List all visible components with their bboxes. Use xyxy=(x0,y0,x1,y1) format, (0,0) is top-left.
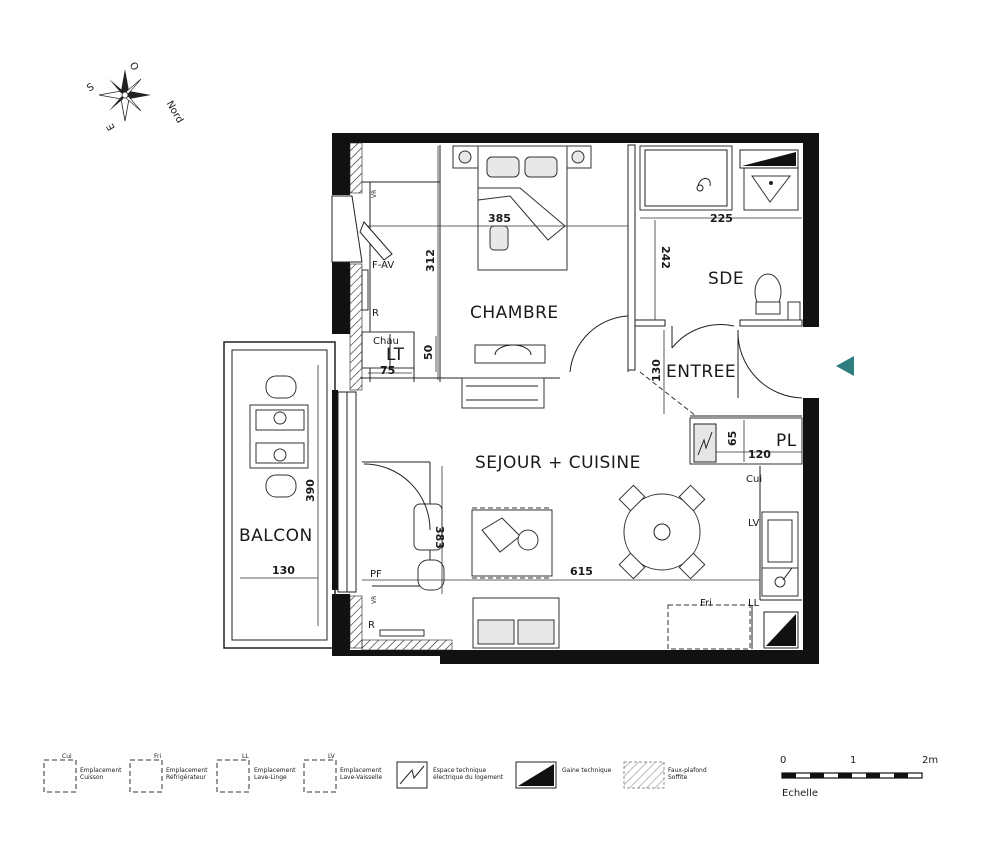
dim-sejour-depth: 383 xyxy=(433,526,446,549)
compass-s: S xyxy=(85,82,96,95)
label-chau: Chau xyxy=(373,336,399,347)
legend-item-espace-technique: Espace technique électrique du logement xyxy=(396,761,504,789)
doors xyxy=(363,315,803,591)
compass-nord: Nord xyxy=(164,99,185,125)
label-lv: LV xyxy=(748,518,759,529)
exterior-walls xyxy=(331,133,819,664)
legend-item-faux-plafond: Faux-plafond Soffite xyxy=(623,761,707,789)
label-r-bottom: R xyxy=(368,620,375,631)
scale-bar: 0 1 2m Echelle xyxy=(780,755,938,799)
balcony xyxy=(223,341,336,649)
scale-zero: 0 xyxy=(780,755,786,766)
svg-text:Fri: Fri xyxy=(154,753,161,760)
dim-balcon-width: 130 xyxy=(272,564,295,577)
svg-text:Réfrigérateur: Réfrigérateur xyxy=(166,774,206,781)
label-lt: LT xyxy=(386,345,405,365)
interior-partitions xyxy=(360,144,803,650)
dim-entree-depth: 130 xyxy=(650,359,663,382)
svg-text:Espace technique: Espace technique xyxy=(433,767,487,774)
svg-text:LL: LL xyxy=(242,753,249,760)
svg-text:Gaine technique: Gaine technique xyxy=(562,767,612,774)
living-furniture xyxy=(471,484,706,649)
room-sejour: SEJOUR + CUISINE xyxy=(475,453,641,473)
legend-item-ll: LL Emplacement Lave-Linge xyxy=(216,753,296,793)
dim-balcon-depth: 390 xyxy=(304,479,317,502)
svg-text:LV: LV xyxy=(328,753,336,760)
svg-text:Faux-plafond: Faux-plafond xyxy=(668,767,707,774)
scale-two: 2m xyxy=(922,755,938,766)
svg-text:Lave-Vaisselle: Lave-Vaisselle xyxy=(340,774,382,781)
bathroom-fixtures xyxy=(639,145,801,321)
legend-item-fri: Fri Emplacement Réfrigérateur xyxy=(129,753,208,793)
svg-text:Emplacement: Emplacement xyxy=(340,767,382,774)
dim-pl-depth: 65 xyxy=(726,431,739,446)
label-cui: Cui xyxy=(746,474,762,485)
dim-lt-width: 75 xyxy=(380,364,395,377)
svg-text:Emplacement: Emplacement xyxy=(254,767,296,774)
dim-sde-depth: 242 xyxy=(659,246,672,269)
dimension-lines xyxy=(362,146,802,594)
label-ll: LL xyxy=(748,598,760,609)
room-balcon: BALCON xyxy=(239,526,313,546)
room-sde: SDE xyxy=(708,269,744,289)
legend: Cui Emplacement Cuisson Fri Emplacement … xyxy=(43,753,707,793)
scale-label: Echelle xyxy=(782,788,818,799)
dim-pl-width: 120 xyxy=(748,448,771,461)
svg-text:Cui: Cui xyxy=(62,753,72,760)
dim-chambre-width: 385 xyxy=(488,212,511,225)
scale-one: 1 xyxy=(850,755,856,766)
compass-e: E xyxy=(105,121,118,132)
dim-sde-width: 225 xyxy=(710,212,733,225)
label-vr-top: VR xyxy=(371,190,378,198)
compass-rose: S O E Nord xyxy=(85,61,185,133)
legend-item-cui: Cui Emplacement Cuisson xyxy=(43,753,122,793)
svg-text:Lave-Linge: Lave-Linge xyxy=(254,774,287,781)
svg-text:Soffite: Soffite xyxy=(668,774,688,781)
label-fri: Fri xyxy=(700,598,712,609)
legend-item-lv: LV Emplacement Lave-Vaisselle xyxy=(303,753,382,793)
svg-text:Cuisson: Cuisson xyxy=(80,774,104,781)
label-vr-bottom: VR xyxy=(371,596,378,604)
room-chambre: CHAMBRE xyxy=(470,303,559,323)
dim-chambre-depth: 312 xyxy=(424,249,437,272)
room-entree: ENTREE xyxy=(666,362,736,382)
svg-text:Emplacement: Emplacement xyxy=(166,767,208,774)
bedroom-furniture xyxy=(452,145,592,409)
svg-text:électrique du logement: électrique du logement xyxy=(433,774,504,781)
legend-item-gaine-technique: Gaine technique xyxy=(515,761,612,789)
entry-arrow xyxy=(836,356,854,376)
dim-sejour-width: 615 xyxy=(570,565,593,578)
room-pl: PL xyxy=(776,431,797,451)
label-pf: PF xyxy=(370,569,382,580)
svg-text:Emplacement: Emplacement xyxy=(80,767,122,774)
label-fav: F-AV xyxy=(372,260,394,271)
dim-lt-depth: 50 xyxy=(422,344,435,360)
compass-o: O xyxy=(127,61,141,73)
label-r-top: R xyxy=(372,308,379,319)
